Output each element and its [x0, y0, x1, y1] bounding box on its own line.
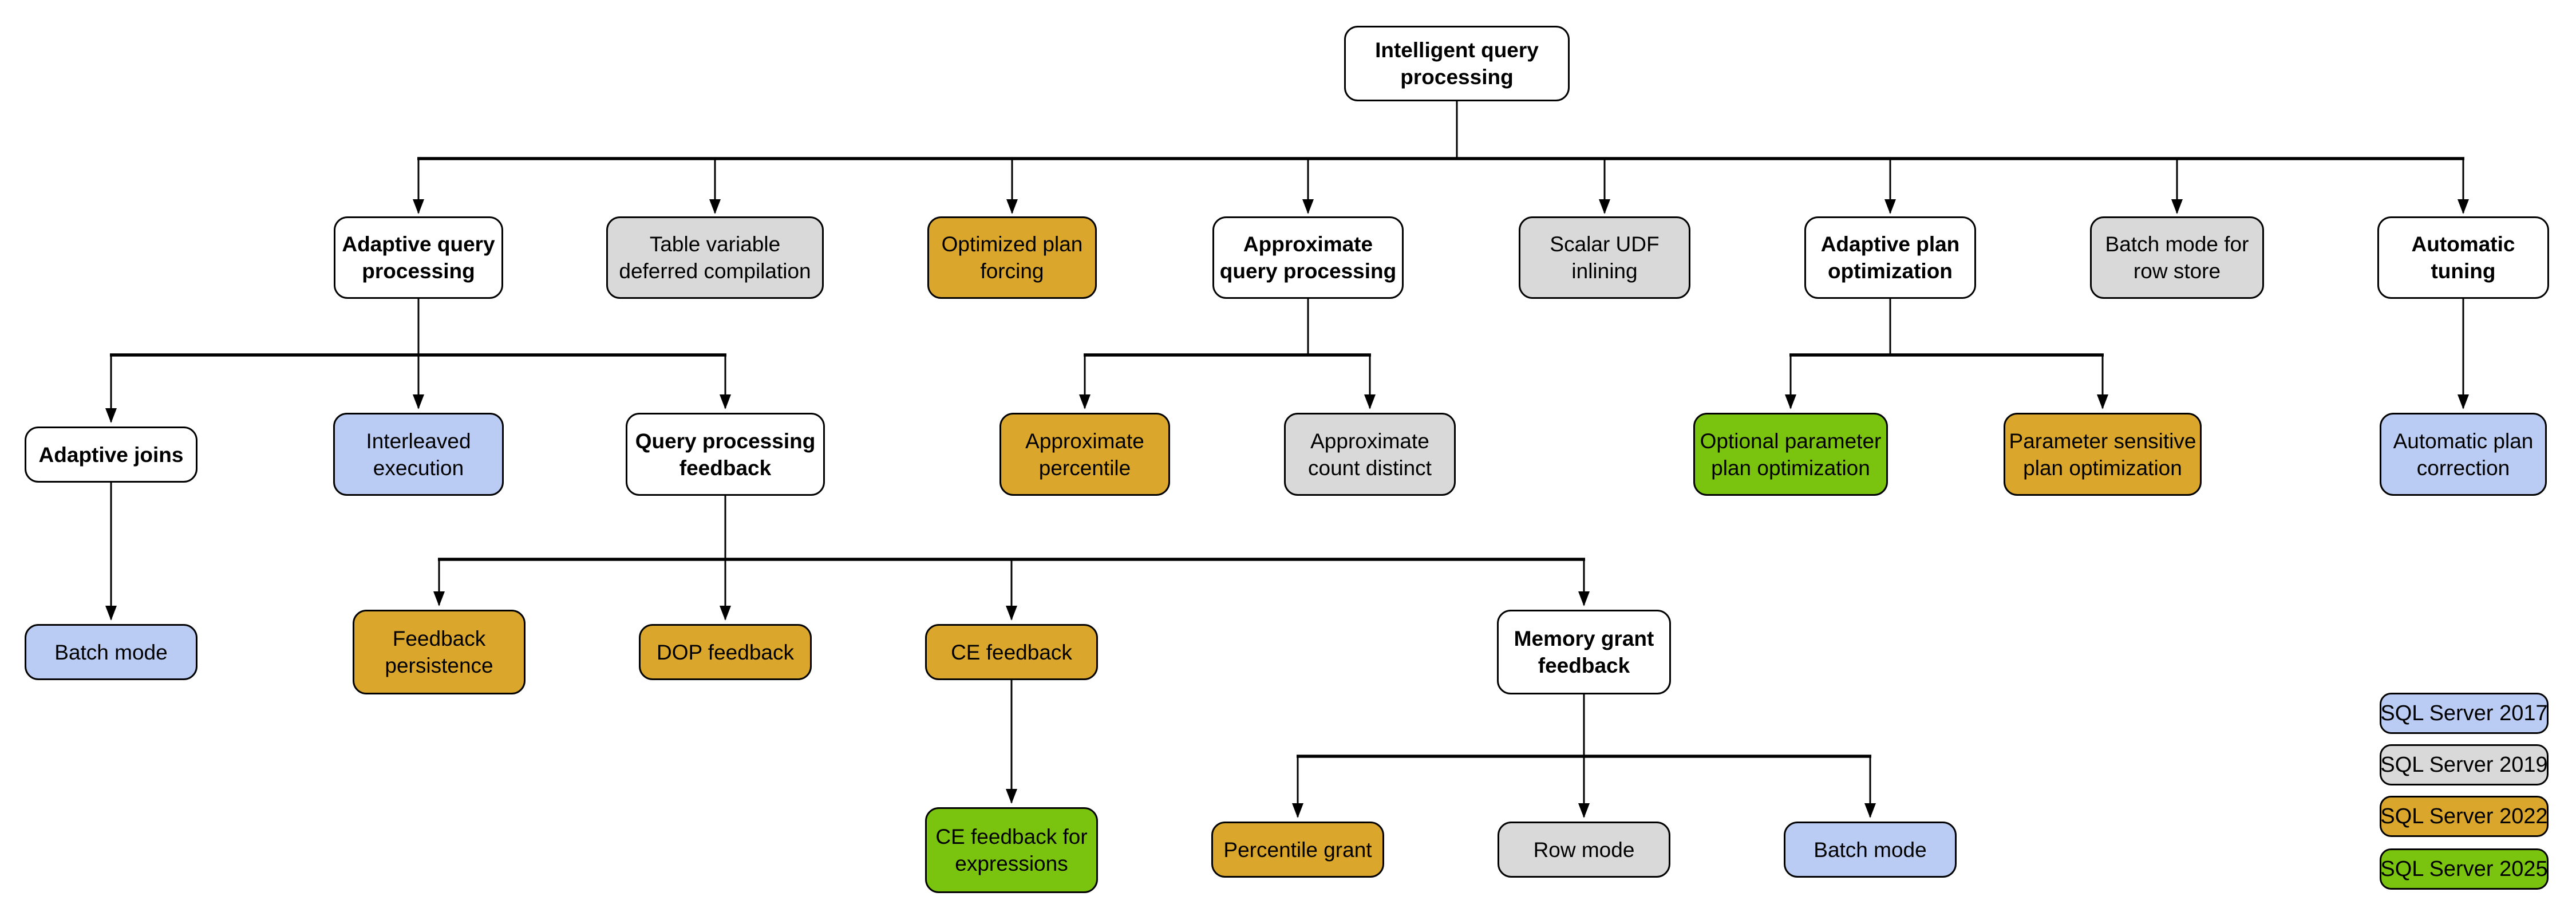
node-adaptive-plan-optimization: Adaptive plan optimization	[1804, 216, 1976, 299]
node-batch-mode-for-row-store: Batch mode for row store	[2090, 216, 2264, 299]
node-batch-mode-memory-grant: Batch mode	[1784, 822, 1957, 878]
node-approximate-percentile: Approximate percentile	[999, 413, 1170, 496]
node-optional-parameter-plan-optimization: Optional parameter plan optimization	[1693, 413, 1888, 496]
node-table-variable-deferred-compilation: Table variable deferred compilation	[606, 216, 824, 299]
node-ce-feedback: CE feedback	[925, 624, 1098, 680]
node-approximate-query-processing: Approximate query processing	[1212, 216, 1404, 299]
legend-sql-server-2019: SQL Server 2019	[2380, 744, 2549, 785]
node-row-mode: Row mode	[1498, 822, 1670, 878]
node-scalar-udf-inlining: Scalar UDF inlining	[1519, 216, 1690, 299]
node-feedback-persistence: Feedback persistence	[353, 610, 526, 694]
node-interleaved-execution: Interleaved execution	[333, 413, 504, 496]
node-adaptive-query-processing: Adaptive query processing	[334, 216, 503, 299]
node-optimized-plan-forcing: Optimized plan forcing	[927, 216, 1097, 299]
node-adaptive-joins: Adaptive joins	[25, 427, 197, 483]
node-query-processing-feedback: Query processing feedback	[626, 413, 825, 496]
legend-sql-server-2022: SQL Server 2022	[2380, 796, 2549, 837]
node-intelligent-query-processing: Intelligent query processing	[1344, 26, 1570, 101]
legend-sql-server-2017: SQL Server 2017	[2380, 693, 2549, 734]
node-batch-mode-adaptive-joins: Batch mode	[25, 624, 197, 680]
node-parameter-sensitive-plan-optimization: Parameter sensitive plan optimization	[2004, 413, 2202, 496]
node-percentile-grant: Percentile grant	[1211, 822, 1384, 878]
node-dop-feedback: DOP feedback	[639, 624, 812, 680]
node-memory-grant-feedback: Memory grant feedback	[1497, 610, 1671, 694]
node-ce-feedback-for-expressions: CE feedback for expressions	[925, 807, 1098, 893]
legend-sql-server-2025: SQL Server 2025	[2380, 848, 2549, 890]
node-automatic-tuning: Automatic tuning	[2377, 216, 2549, 299]
node-approximate-count-distinct: Approximate count distinct	[1284, 413, 1456, 496]
node-automatic-plan-correction: Automatic plan correction	[2380, 413, 2547, 496]
